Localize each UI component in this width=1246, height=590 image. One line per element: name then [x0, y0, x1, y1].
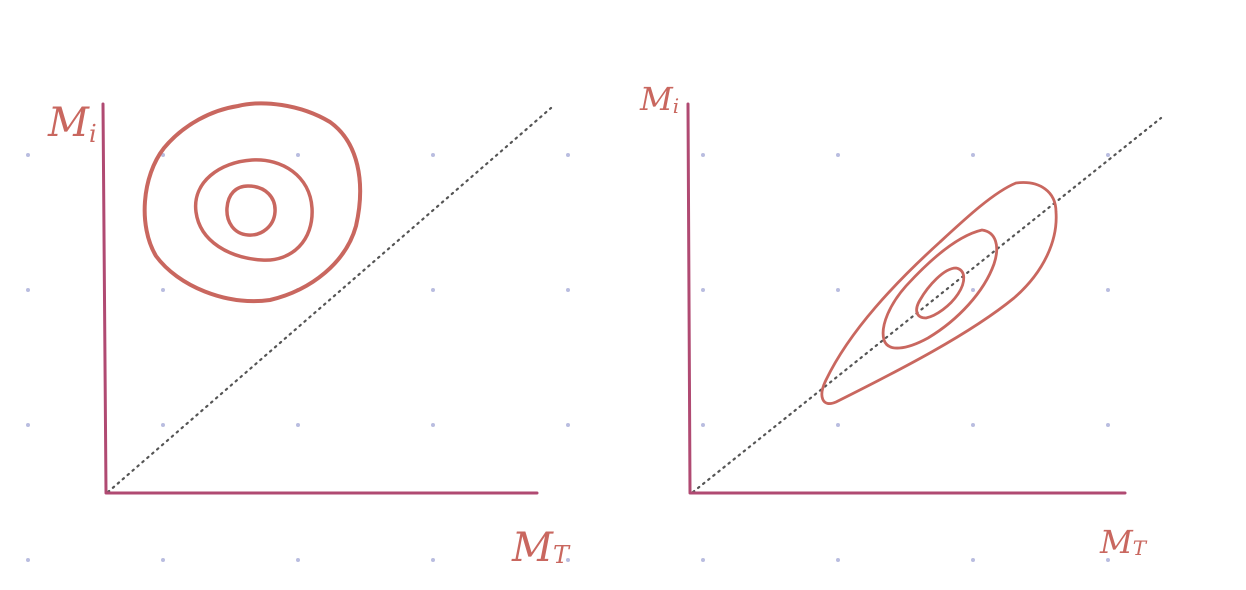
grid-dot [971, 153, 975, 157]
grid-dot [701, 423, 705, 427]
left-panel: Mi MT [47, 100, 571, 571]
left-diagonal-line [106, 106, 553, 494]
left-outer-contour [142, 101, 363, 303]
grid-dot [1106, 288, 1110, 292]
grid-dot [431, 288, 435, 292]
grid-dot [296, 153, 300, 157]
grid-dot [701, 558, 705, 562]
left-x-axis-label: MT [511, 525, 571, 571]
grid-dot [161, 288, 165, 292]
grid-dot [26, 288, 30, 292]
dot-grid [26, 153, 1110, 562]
grid-dot [26, 423, 30, 427]
grid-dot [1106, 153, 1110, 157]
left-y-axis [101, 102, 108, 494]
grid-dot [701, 288, 705, 292]
grid-dot [431, 558, 435, 562]
grid-dot [566, 558, 570, 562]
grid-dot [566, 153, 570, 157]
grid-dot [701, 153, 705, 157]
grid-dot [1106, 558, 1110, 562]
grid-dot [836, 288, 840, 292]
grid-dot [836, 558, 840, 562]
right-panel: Mi MT [639, 80, 1163, 561]
right-y-axis-label: Mi [639, 80, 679, 118]
grid-dot [26, 558, 30, 562]
grid-dot [566, 288, 570, 292]
left-middle-contour [193, 158, 314, 262]
grid-dot [1106, 423, 1110, 427]
grid-dot [431, 423, 435, 427]
grid-dot [836, 153, 840, 157]
grid-dot [161, 423, 165, 427]
grid-dot [971, 423, 975, 427]
right-middle-contour [881, 228, 999, 350]
grid-dot [431, 153, 435, 157]
right-outer-contour [820, 181, 1058, 405]
right-diagonal-line [691, 116, 1163, 494]
right-x-axis-label: MT [1099, 523, 1148, 561]
grid-dot [26, 153, 30, 157]
right-inner-contour [915, 266, 966, 320]
grid-dot [296, 558, 300, 562]
left-y-axis-label: Mi [47, 100, 97, 148]
grid-dot [836, 423, 840, 427]
grid-dot [296, 423, 300, 427]
grid-dot [971, 558, 975, 562]
right-y-axis [686, 102, 692, 494]
grid-dot [566, 423, 570, 427]
grid-dot [971, 288, 975, 292]
left-inner-contour [225, 184, 277, 237]
grid-dot [161, 558, 165, 562]
